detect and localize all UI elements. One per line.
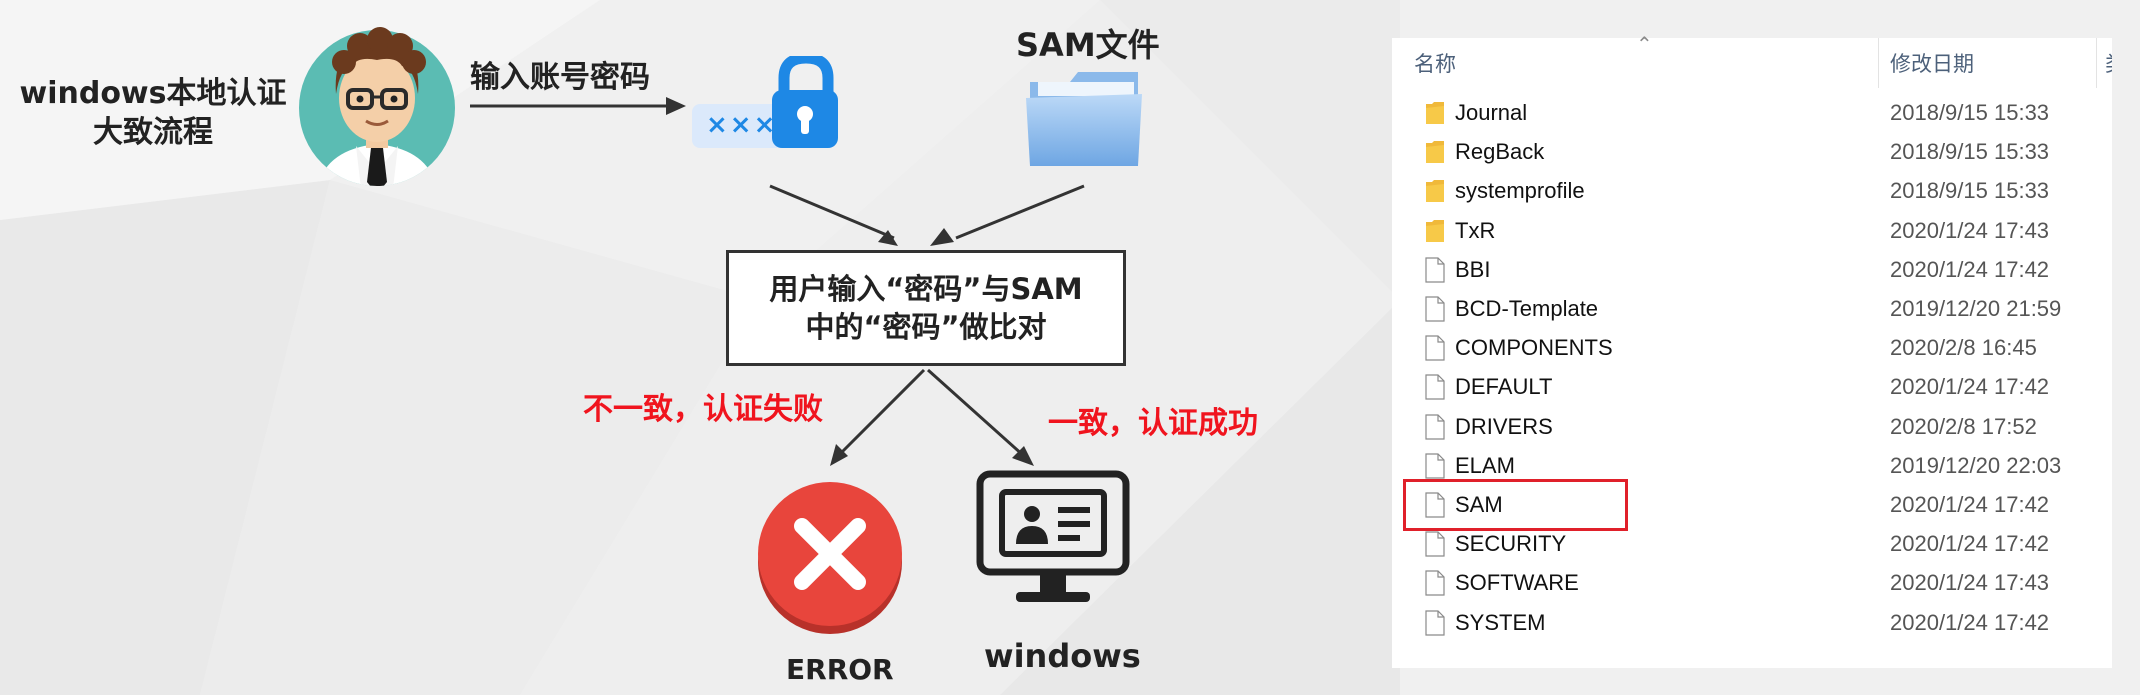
file-modified-date: 2020/2/8 17:52 xyxy=(1890,413,2037,439)
file-icon xyxy=(1424,531,1446,557)
file-modified-date: 2019/12/20 21:59 xyxy=(1890,296,2062,321)
file-row[interactable]: BCD-Template 2019/12/20 21:59 xyxy=(1392,290,2112,329)
auth-success-label: 一致，认证成功 xyxy=(1048,406,1258,441)
folder-icon xyxy=(1424,178,1446,204)
sort-chevron-up-icon[interactable]: ⌃ xyxy=(1636,34,1653,56)
compare-box: 用户输入“密码”与SAM 中的“密码”做比对 xyxy=(726,250,1126,366)
file-row[interactable]: systemprofile 2018/9/15 15:33 xyxy=(1392,172,2112,211)
compare-line-2: 中的“密码”做比对 xyxy=(805,310,1047,344)
file-row[interactable]: SECURITY 2020/1/24 17:42 xyxy=(1392,525,2112,564)
auth-fail-label: 不一致，认证失败 xyxy=(583,392,823,427)
file-row[interactable]: SAM 2020/1/24 17:42 xyxy=(1392,486,2112,525)
file-modified-date: 2018/9/15 15:33 xyxy=(1890,139,2050,165)
column-header-name[interactable]: 名称 xyxy=(1414,53,1456,76)
file-name: DEFAULT xyxy=(1455,374,1553,400)
input-arrow xyxy=(470,97,686,115)
windows-label: windows xyxy=(984,637,1141,675)
file-modified-date: 2020/1/24 17:42 xyxy=(1890,609,2050,635)
file-icon xyxy=(1424,257,1446,283)
file-name: DRIVERS xyxy=(1455,413,1553,439)
file-icon xyxy=(1424,570,1446,596)
file-name: SAM xyxy=(1455,492,1503,517)
column-header-modified[interactable]: 修改日期 xyxy=(1890,53,1974,76)
file-name: Journal xyxy=(1455,100,1528,125)
file-name: COMPONENTS xyxy=(1455,335,1613,361)
diagram-title: windows本地认证 大致流程 xyxy=(18,74,288,152)
file-icon xyxy=(1424,374,1446,400)
error-icon xyxy=(758,482,902,634)
file-icon xyxy=(1424,609,1446,636)
file-name: ELAM xyxy=(1455,452,1515,478)
compare-line-1: 用户输入“密码”与SAM xyxy=(769,272,1083,306)
user-avatar-icon xyxy=(299,27,455,186)
folder-icon xyxy=(1424,218,1446,244)
file-row[interactable]: ELAM 2019/12/20 22:03 xyxy=(1392,447,2112,486)
folder-icon xyxy=(1424,139,1446,165)
file-icon xyxy=(1424,453,1446,479)
sam-highlight-box xyxy=(1403,479,1628,531)
column-divider[interactable] xyxy=(1878,38,1879,88)
password-mask: ××× xyxy=(706,110,778,140)
title-line-2: 大致流程 xyxy=(93,115,213,150)
folder-icon xyxy=(1424,100,1446,126)
file-modified-date: 2020/1/24 17:43 xyxy=(1890,570,2050,596)
file-modified-date: 2020/1/24 17:43 xyxy=(1890,217,2050,243)
windows-monitor-icon xyxy=(976,470,1130,602)
file-row[interactable]: TxR 2020/1/24 17:43 xyxy=(1392,212,2112,251)
file-name: SECURITY xyxy=(1455,531,1567,557)
sam-file-label: SAM文件 xyxy=(1016,26,1160,64)
file-row[interactable]: Journal 2018/9/15 15:33 xyxy=(1392,94,2112,133)
file-name: TxR xyxy=(1455,217,1496,243)
file-modified-date: 2020/1/24 17:42 xyxy=(1890,374,2050,400)
flow-arrows xyxy=(769,184,1085,466)
file-modified-date: 2019/12/20 22:03 xyxy=(1890,452,2062,478)
file-name: BBI xyxy=(1455,256,1491,282)
file-row[interactable]: SOFTWARE 2020/1/24 17:43 xyxy=(1392,564,2112,603)
file-name: RegBack xyxy=(1455,139,1545,165)
file-modified-date: 2018/9/15 15:33 xyxy=(1890,178,2050,204)
file-row[interactable]: DEFAULT 2020/1/24 17:42 xyxy=(1392,368,2112,407)
file-modified-date: 2020/1/24 17:42 xyxy=(1890,492,2050,517)
file-modified-date: 2020/1/24 17:42 xyxy=(1890,531,2050,557)
folder-icon xyxy=(1026,72,1142,166)
error-label: ERROR xyxy=(786,653,894,686)
column-header-type[interactable]: 类 xyxy=(2105,48,2112,78)
file-icon xyxy=(1424,413,1446,440)
password-lock-icon xyxy=(692,56,838,148)
file-modified-date: 2018/9/15 15:33 xyxy=(1890,100,2050,125)
file-modified-date: 2020/2/8 16:45 xyxy=(1890,335,2037,361)
column-divider[interactable] xyxy=(2096,38,2097,88)
file-row[interactable]: SYSTEM 2020/1/24 17:42 xyxy=(1392,604,2112,643)
file-modified-date: 2020/1/24 17:42 xyxy=(1890,256,2050,282)
file-name: SYSTEM xyxy=(1455,609,1546,635)
title-line-1: windows本地认证 xyxy=(19,76,287,111)
file-icon xyxy=(1424,335,1446,361)
file-icon xyxy=(1424,492,1446,518)
file-name: BCD-Template xyxy=(1455,296,1599,321)
file-name: systemprofile xyxy=(1455,178,1585,204)
input-credentials-label: 输入账号密码 xyxy=(470,60,650,95)
file-row[interactable]: DRIVERS 2020/2/8 17:52 xyxy=(1392,408,2112,447)
file-row[interactable]: COMPONENTS 2020/2/8 16:45 xyxy=(1392,329,2112,368)
file-name: SOFTWARE xyxy=(1455,570,1579,596)
file-icon xyxy=(1424,296,1446,322)
file-row[interactable]: RegBack 2018/9/15 15:33 xyxy=(1392,133,2112,172)
file-row[interactable]: BBI 2020/1/24 17:42 xyxy=(1392,251,2112,290)
